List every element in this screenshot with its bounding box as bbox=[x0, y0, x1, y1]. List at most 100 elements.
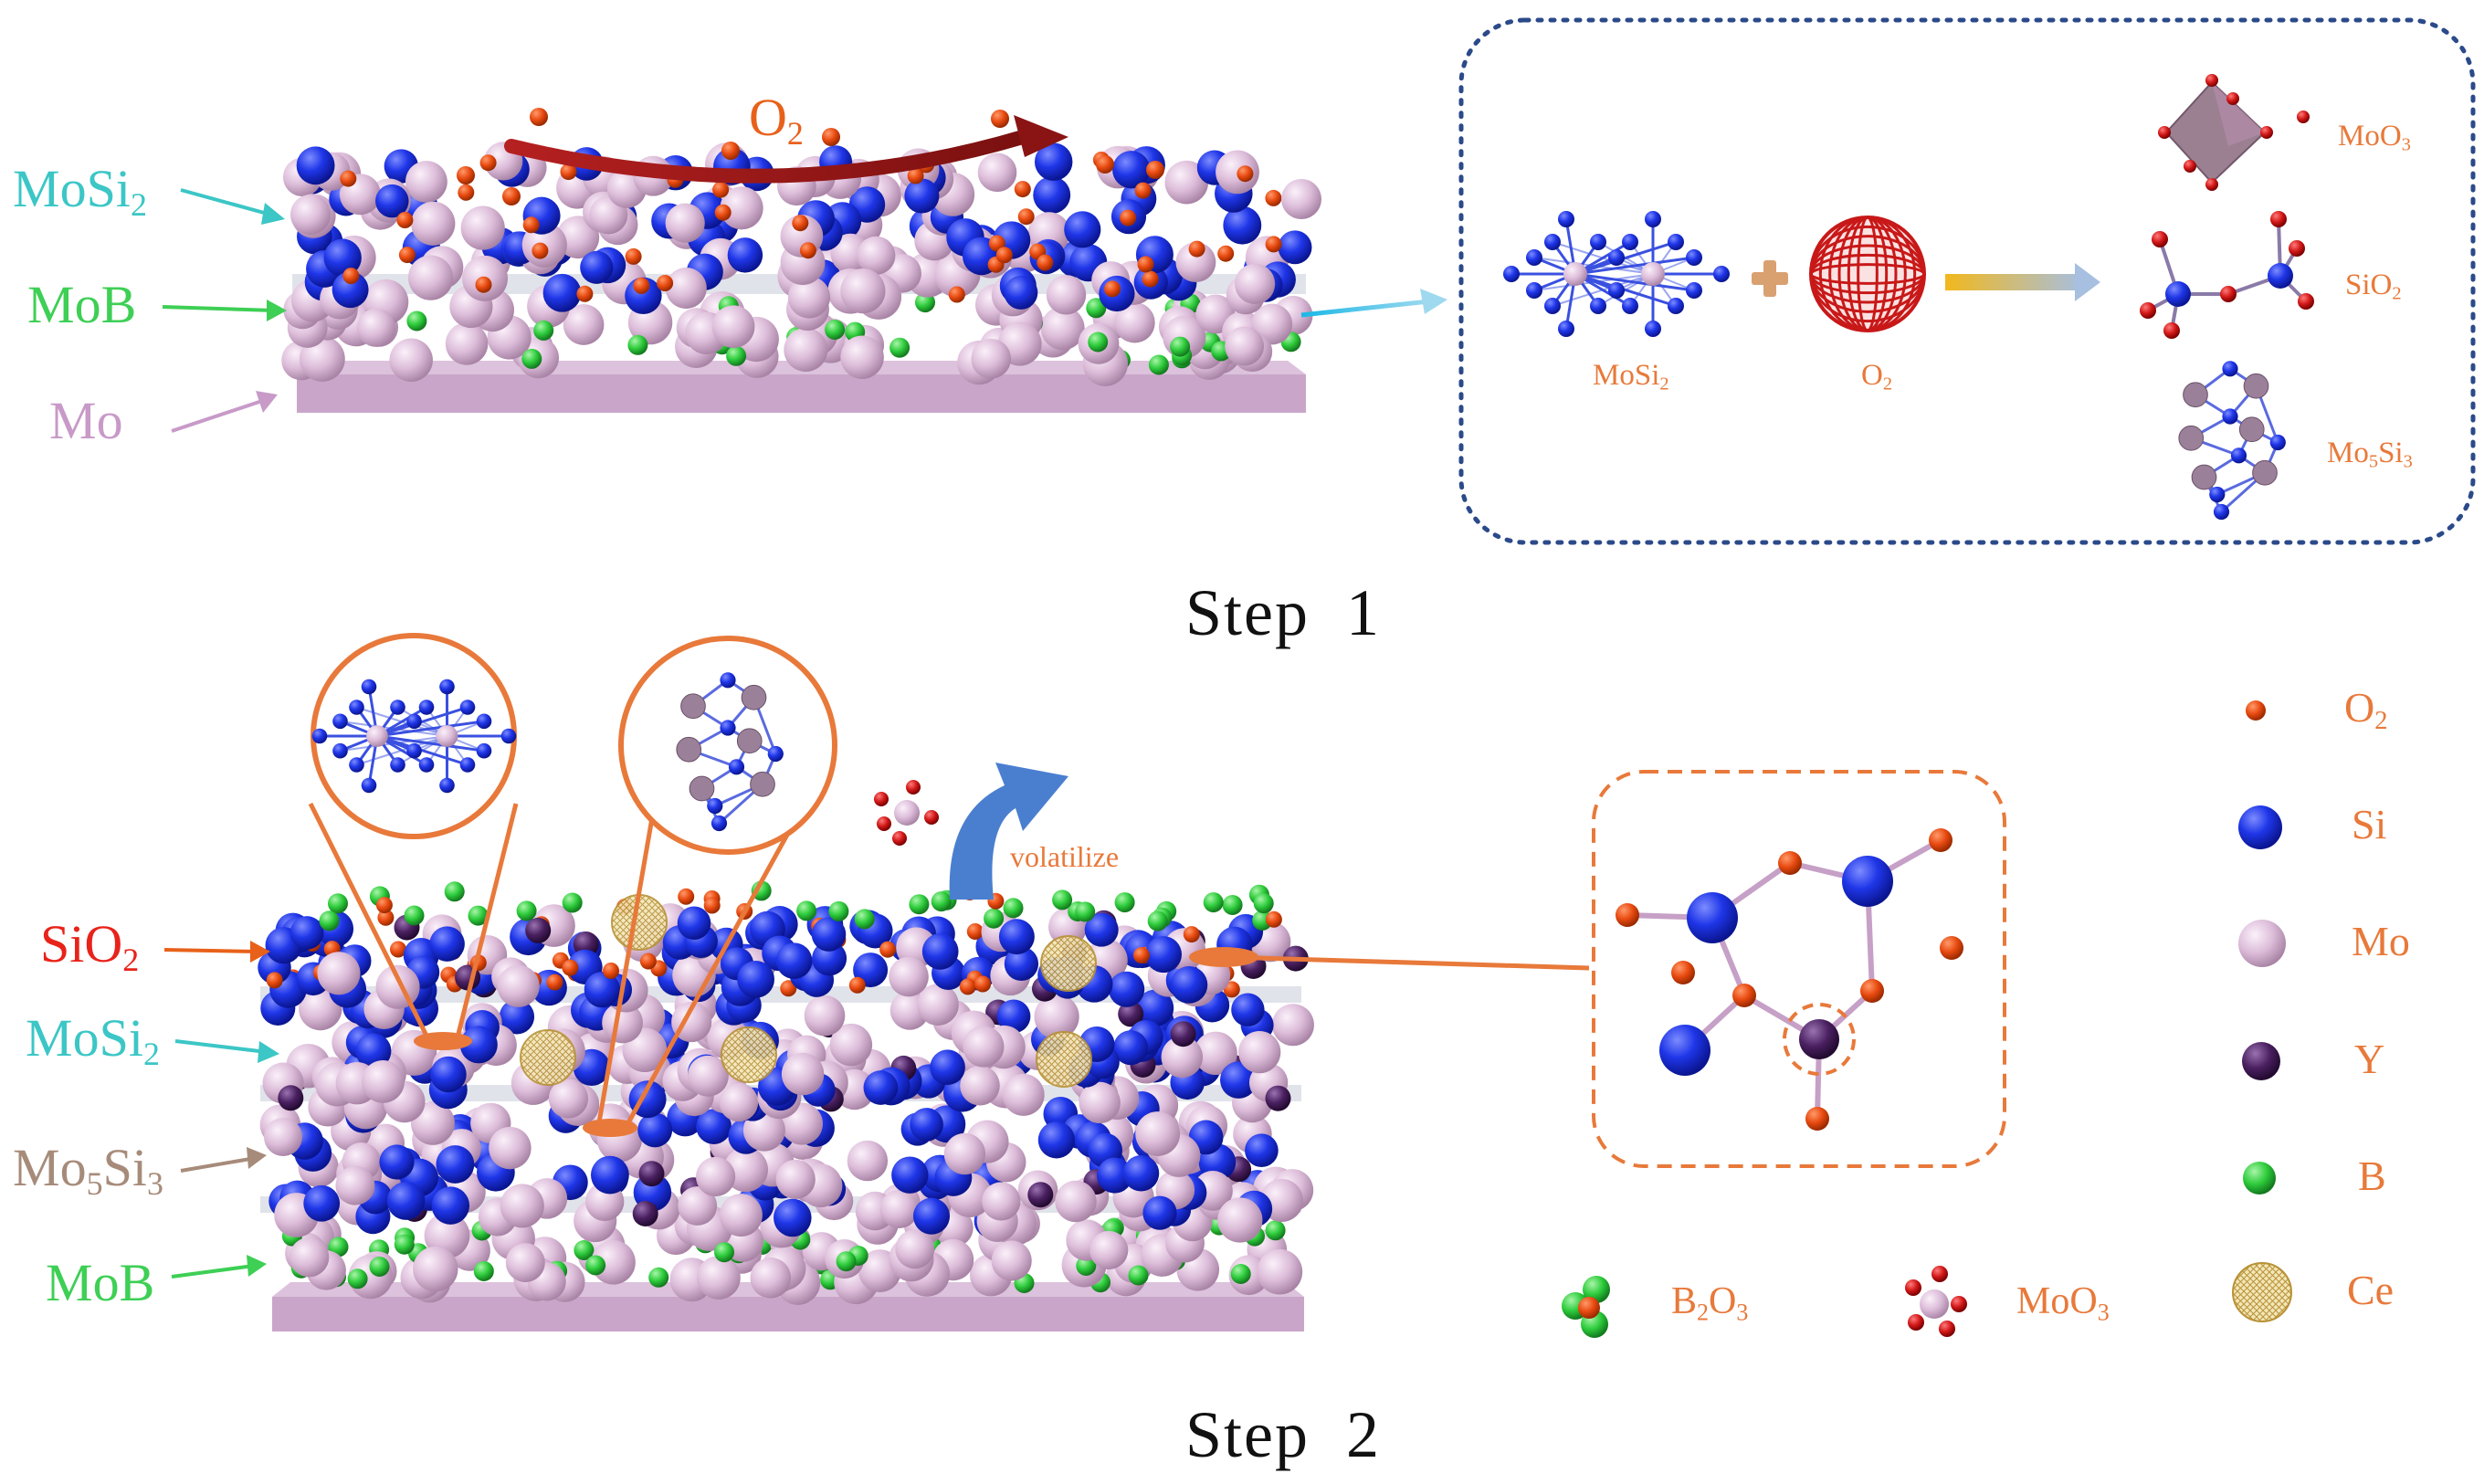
step2-label-sio2: SiO2 bbox=[40, 918, 139, 977]
si-atom bbox=[1686, 249, 1702, 266]
o-atom bbox=[390, 941, 406, 958]
mo-atom bbox=[840, 268, 886, 314]
mo-atom bbox=[678, 1186, 718, 1226]
legend-label-b: B bbox=[2358, 1152, 2386, 1199]
label-text: MoSi bbox=[13, 159, 131, 218]
reactant-mosi2-label: MoSi2 bbox=[1593, 361, 1669, 394]
step-number: 2 bbox=[1346, 1398, 1382, 1471]
si-atom bbox=[1170, 966, 1208, 1004]
mo-atom bbox=[407, 255, 454, 300]
o-atom bbox=[532, 242, 549, 259]
step1-pointer-to-box bbox=[1300, 299, 1430, 318]
b-atom bbox=[1003, 898, 1024, 919]
si-atom bbox=[439, 679, 455, 695]
b-atom bbox=[1203, 892, 1224, 913]
mo-atom bbox=[563, 304, 605, 345]
o-atom bbox=[1265, 236, 1282, 253]
mo-atom bbox=[977, 153, 1017, 193]
si-atom bbox=[998, 919, 1035, 955]
o2-flow-label: O2 bbox=[749, 88, 804, 151]
o-atom bbox=[1732, 984, 1756, 1007]
b-atom bbox=[468, 905, 489, 926]
si-atom bbox=[930, 1049, 965, 1085]
yttrium-atom-icon bbox=[2242, 1042, 2280, 1080]
o-atom bbox=[458, 184, 475, 201]
si-atom bbox=[1713, 266, 1730, 282]
label-subscript: 3 bbox=[1736, 1299, 1749, 1326]
b-atom bbox=[1052, 889, 1073, 910]
b-atom bbox=[585, 1255, 606, 1276]
o-atom bbox=[988, 235, 1005, 252]
o-atom bbox=[1037, 254, 1054, 271]
b-atom bbox=[516, 900, 537, 921]
o-atom bbox=[546, 974, 563, 991]
mo-atom bbox=[1034, 994, 1079, 1039]
o-atom bbox=[1120, 209, 1137, 226]
mo-atom bbox=[505, 1243, 545, 1283]
reaction-box bbox=[1458, 17, 2476, 545]
si-atom bbox=[1558, 321, 1574, 337]
mo-atom bbox=[1563, 262, 1587, 286]
mo-atom bbox=[787, 276, 831, 319]
si-atom bbox=[349, 700, 364, 715]
mo-atom bbox=[445, 322, 489, 365]
si-atom bbox=[1686, 282, 1702, 299]
o-atom bbox=[959, 978, 976, 995]
b-atom bbox=[889, 337, 910, 358]
label-subscript: 2 bbox=[1882, 374, 1893, 395]
moo3-cluster-icon bbox=[1905, 1266, 1967, 1337]
si-atom bbox=[1622, 298, 1638, 314]
mo-atom bbox=[895, 1229, 935, 1269]
b2o3-cluster-icon bbox=[1562, 1276, 1610, 1338]
o-atom bbox=[377, 909, 395, 926]
oxygen-atom-icon bbox=[2246, 700, 2266, 721]
o-atom bbox=[1146, 161, 1164, 179]
step1-label-mosi2: MoSi2 bbox=[13, 163, 147, 222]
b-atom bbox=[1128, 1265, 1149, 1286]
mo-atom bbox=[719, 1194, 763, 1237]
cerium-mesh-icon bbox=[2232, 1262, 2292, 1322]
b-atom bbox=[562, 892, 583, 913]
o2-flow-arrow bbox=[504, 130, 1030, 184]
b-atom bbox=[473, 1261, 494, 1281]
volatilizing-moo3-cluster bbox=[874, 780, 939, 846]
o-atom bbox=[712, 181, 730, 198]
label-text: B bbox=[1671, 1280, 1698, 1322]
step2-label-arrows bbox=[163, 941, 279, 1279]
zoom-callout-mosi2 bbox=[308, 633, 519, 1050]
label-text: MoO bbox=[2016, 1280, 2098, 1322]
si-atom bbox=[1659, 1025, 1710, 1076]
plus-sign-icon bbox=[1752, 260, 1788, 297]
o-atom bbox=[1578, 1297, 1600, 1319]
si-atom bbox=[459, 757, 476, 773]
si-atom bbox=[637, 1112, 673, 1148]
label-subscript: 2 bbox=[2374, 706, 2388, 735]
o2-flow-arrowhead bbox=[1014, 115, 1068, 157]
step1-title: Step 1 bbox=[1185, 580, 1381, 646]
si-atom bbox=[499, 999, 535, 1035]
mo-atom bbox=[1089, 1230, 1129, 1270]
label-text: Mo bbox=[49, 391, 123, 450]
b-atom bbox=[1088, 332, 1109, 353]
o-atom bbox=[1223, 981, 1240, 998]
o-atom bbox=[848, 976, 866, 994]
o-atom bbox=[1133, 947, 1150, 964]
si-atom bbox=[811, 917, 847, 952]
si-atom bbox=[1544, 234, 1561, 250]
si-atom bbox=[737, 961, 774, 998]
si-atom bbox=[1112, 151, 1151, 189]
mo-atom bbox=[1271, 1004, 1314, 1047]
label-subscript: 3 bbox=[2403, 451, 2413, 472]
y-atom bbox=[1799, 1019, 1839, 1059]
mo-atom bbox=[829, 1023, 873, 1067]
mo-atom bbox=[548, 1079, 589, 1119]
mo-atom bbox=[1046, 275, 1087, 315]
b-atom bbox=[394, 1234, 415, 1255]
si-atom bbox=[406, 713, 422, 730]
o-atom bbox=[625, 247, 642, 265]
mosi2-crystal-structure bbox=[1503, 211, 1730, 337]
si-atom bbox=[436, 1145, 475, 1184]
label-subscript: 2 bbox=[130, 186, 147, 224]
label-text: O bbox=[749, 88, 787, 147]
label-subscript: 5 bbox=[2368, 451, 2379, 472]
